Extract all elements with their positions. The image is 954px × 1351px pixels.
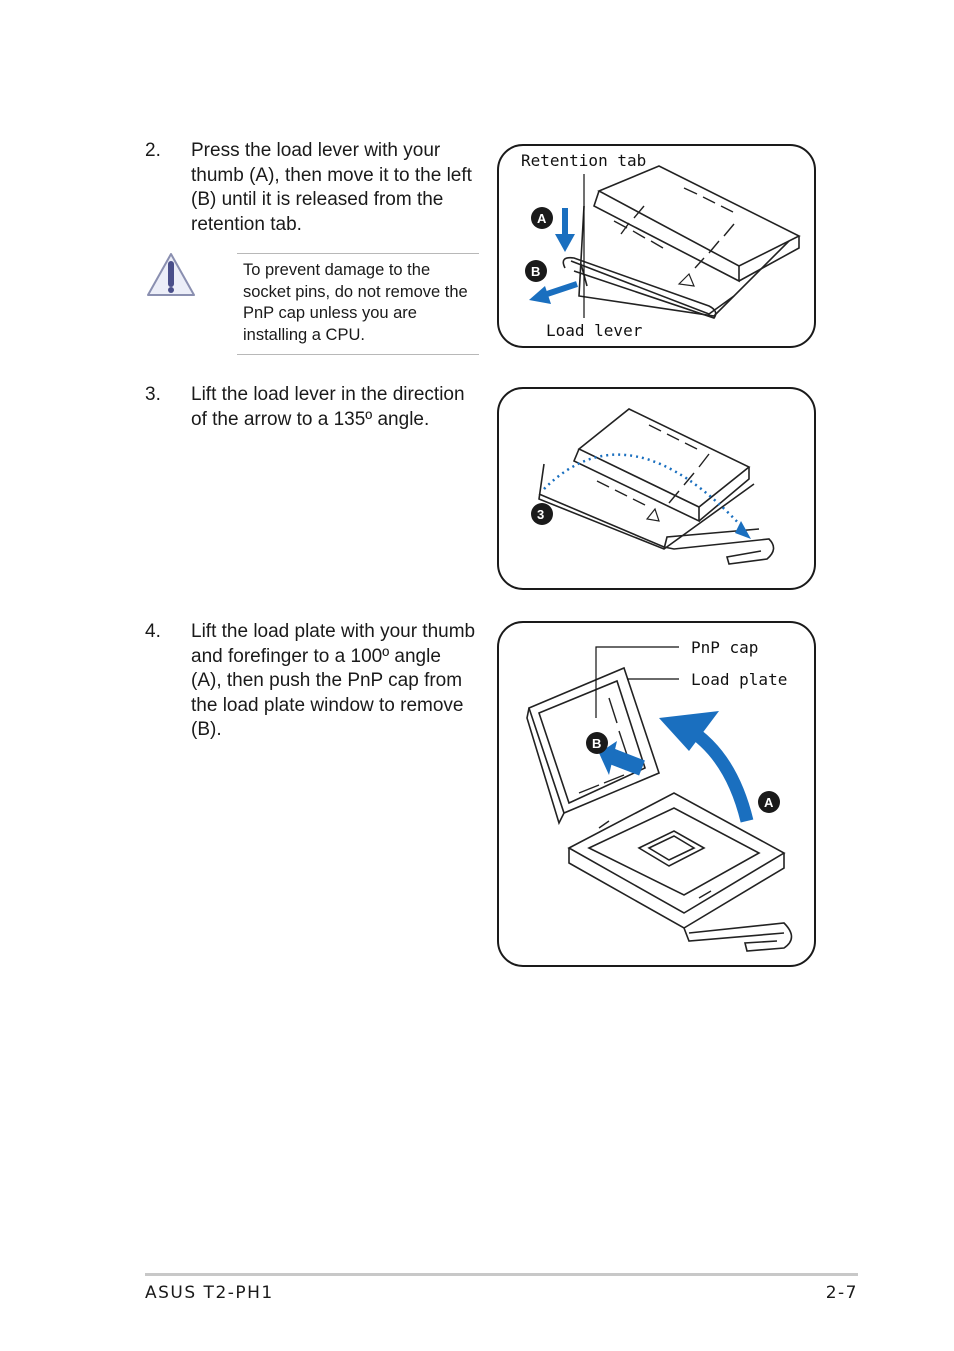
svg-text:A: A [537,211,547,226]
socket-illustration-2: 3 [531,408,775,565]
step-text: Press the load lever with your thumb (A)… [191,140,472,235]
socket-illustration-3: PnP cap Load plate B A [526,638,793,952]
footer-rule [145,1273,858,1276]
label-pnp-cap: PnP cap [691,638,758,657]
step-text: Lift the load lever in the direction of … [191,384,465,430]
badge-b [586,732,608,754]
badge-b [525,260,547,282]
svg-text:A: A [764,795,774,810]
svg-text:3: 3 [537,507,544,522]
label-load-plate: Load plate [691,670,787,689]
label-load-lever: Load lever [546,321,643,340]
figure-lift-lever: 3 [497,387,816,590]
label-retention-tab: Retention tab [521,151,646,170]
figure-release-lever: Retention tab Load lever A B [497,144,816,348]
caution-note: To prevent damage to the socket pins, do… [237,253,479,355]
step-number: 4. [145,621,161,642]
badge-3 [531,503,553,525]
warning-triangle-icon [147,253,195,296]
badge-a [531,207,553,229]
socket-illustration-1: Retention tab Load lever A B [521,151,801,340]
step-number: 2. [145,140,161,161]
footer-product-name: ASUS T2-PH1 [145,1283,274,1303]
svg-text:B: B [592,736,601,751]
step-number: 3. [145,384,161,405]
figure-remove-pnp-cap: PnP cap Load plate B A [497,621,816,967]
badge-a [758,791,780,813]
caution-text: To prevent damage to the socket pins, do… [243,261,468,344]
svg-text:B: B [531,264,540,279]
footer-page-number: 2-7 [825,1283,858,1303]
step-text: Lift the load plate with your thumb and … [191,621,476,740]
